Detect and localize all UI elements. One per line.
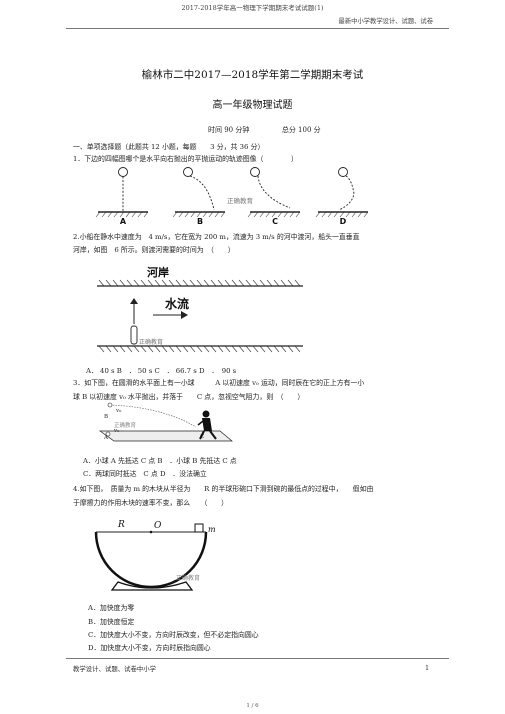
ball-b-velocity-label: v₀	[115, 408, 122, 414]
header-divider	[66, 28, 449, 29]
section-heading: 一、单项选择题（此题共 12 小题，每题 3 分，共 36 分）	[73, 143, 265, 151]
footer-page-number: 1	[425, 664, 430, 672]
question-4-figure: R O m 正确教育	[94, 520, 216, 591]
mass-label: m	[208, 525, 216, 534]
question-3-watermark: 正确教育	[114, 421, 137, 429]
question-2-stem-line-2: 河岸，如图 6 所示。则渡河需要的时间为 （ ）	[73, 246, 235, 254]
ball-b-label: B	[104, 414, 108, 420]
exam-title: 榆林市二中2017—2018学年第二学期期末考试	[141, 69, 364, 81]
question-2-figure: 河岸 水流 正确教育	[97, 265, 303, 353]
question-3-stem-line-1: 3．如下图，在圆滑的水平面上有一小球 A 以初速度 v₀ 运动，同时辰在它的正上…	[73, 379, 365, 387]
option-label: C	[272, 217, 278, 226]
radius-label: R	[117, 520, 125, 530]
question-3-options-line-1: A．小球 A 先抵达 C 点 B ．小球 B 先抵达 C 点	[83, 457, 237, 465]
question-1-figure: 正确教育 A B C D	[95, 167, 369, 226]
question-3-figure: v₀ B v₀ A C 正确教育	[98, 402, 233, 442]
question-2-stem-line-1: 2.小船在静水中速度为 4 m/s，它在宽为 200 m，流速为 3 m/s 的…	[73, 233, 360, 241]
question-4-stem-line-1: 4.如下图， 质量为 m 的木块从半径为 R 的半球形碗口下滑到碗的最低点的过程…	[73, 485, 374, 493]
option-label: A	[120, 217, 127, 226]
exam-score: 总分 100 分	[281, 126, 321, 134]
question-2-options: A． 40 s B ． 50 s C ． 66.7 s D ． 90 s	[86, 367, 237, 375]
document-title: 2017-2018学年高一物理下学期期末考试试题(1)	[181, 4, 324, 12]
center-label: O	[154, 521, 162, 531]
option-label: B	[197, 217, 203, 226]
ball-a-label: A	[103, 435, 109, 441]
question-1-stem: 1．下边的四幅图哪个是水平向右抛出的平抛运动的轨迹图像（ ）	[73, 155, 298, 163]
question-4-option-d: D．加快度大小不变，方向时辰指向圆心	[88, 644, 211, 652]
question-4-stem-line-2: 于摩擦力的作用木块的速率不变，那么 （ ）	[73, 499, 229, 507]
page-indicator: 1 / 6	[246, 703, 259, 709]
river-bank-label: 河岸	[147, 265, 169, 279]
question-4-option-a: A．加快度为零	[88, 604, 135, 612]
footer-divider	[66, 658, 449, 659]
question-4-watermark: 正确教育	[176, 574, 200, 582]
question-2-watermark: 正确教育	[139, 338, 163, 346]
question-4-option-b: B．加快度恒定	[88, 618, 135, 626]
question-1-watermark: 正确教育	[227, 196, 254, 205]
exam-meta: 时间 90 分钟 总分 100 分	[208, 125, 321, 135]
question-3-options-line-2: C．两球同时抵达 C 点 D ．没法确立	[83, 470, 207, 478]
question-4-option-c: C．加快度大小不变，方向时辰改变，但不必定指向圆心	[88, 631, 259, 639]
ball-a-velocity-label: v₀	[113, 428, 120, 434]
exam-time: 时间 90 分钟	[208, 126, 250, 134]
question-3-stem-line-2: 球 B 以初速度 v₀ 水平抛出，并落于 C 点，忽视空气阻力，则 （ ）	[73, 393, 305, 401]
water-flow-label: 水流	[165, 296, 189, 311]
exam-subtitle: 高一年级物理试题	[212, 100, 293, 111]
option-label: D	[340, 217, 347, 226]
header-tag: 最新中小学教学设计、试题、试卷	[338, 18, 433, 25]
footer-left: 教学设计、试题、试卷中小学	[73, 665, 157, 673]
